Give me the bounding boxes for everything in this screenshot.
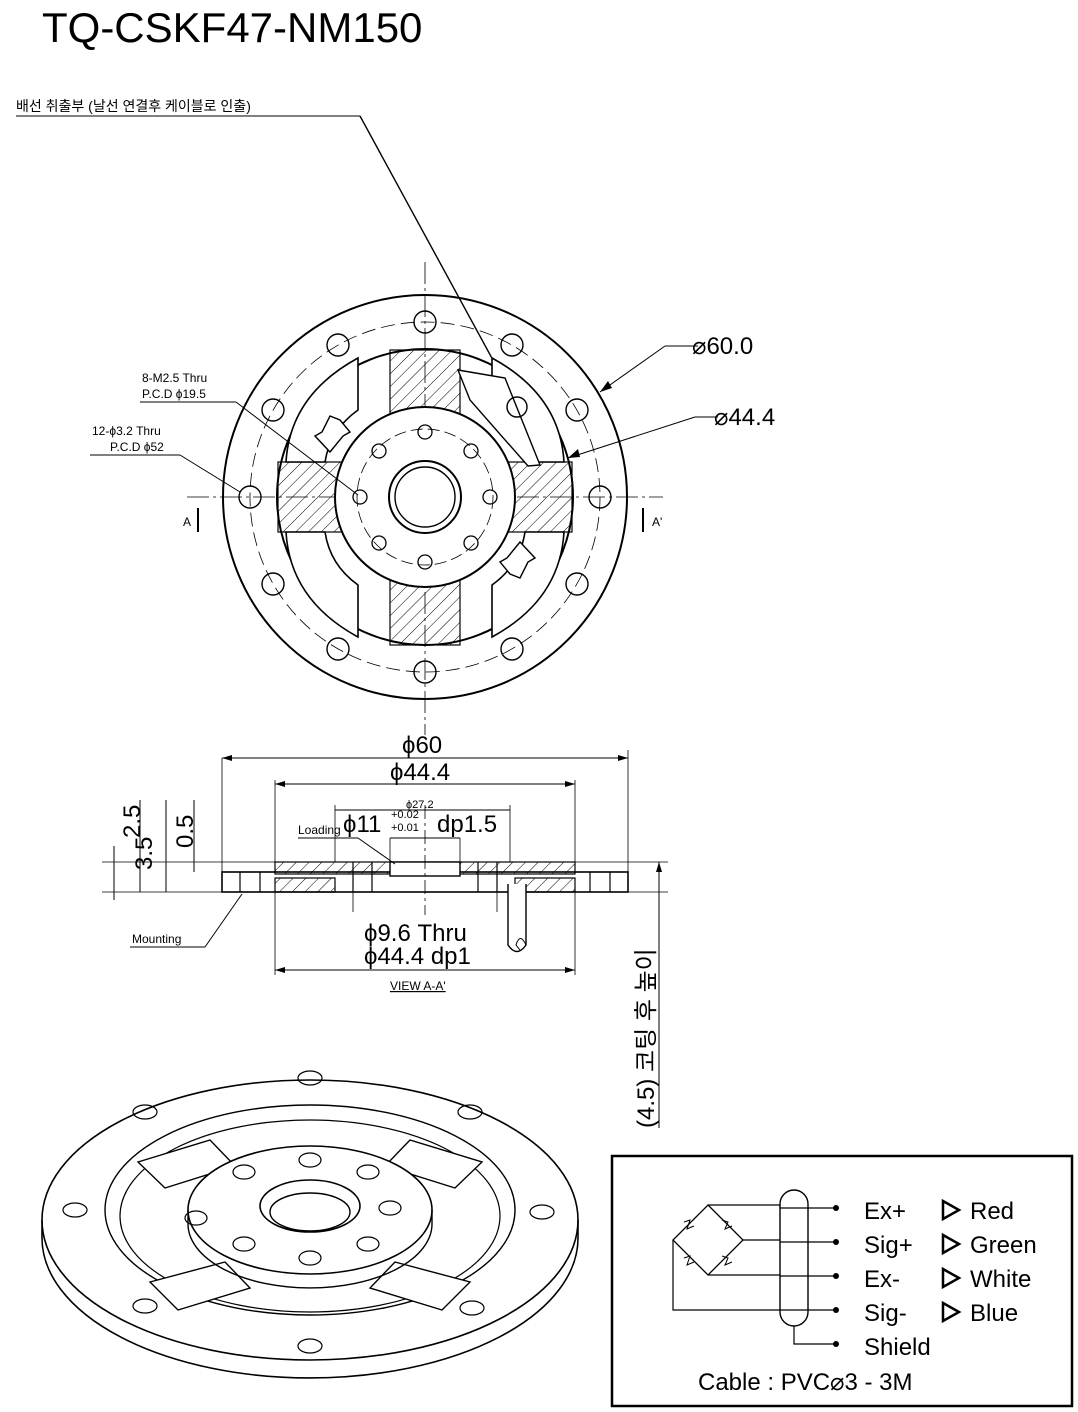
hub-holes: [352, 424, 498, 570]
cable-spec: Cable : PVC⌀3 - 3M: [698, 1369, 913, 1396]
flange-hole: [261, 398, 285, 422]
center-bore-inner: [394, 466, 456, 528]
iso-spoke: [383, 1139, 484, 1189]
arrow-icon: [941, 1232, 962, 1256]
flange-hole: [326, 333, 350, 357]
iso-inner-ring: [104, 1104, 516, 1316]
load-arrow-icon: [313, 415, 352, 454]
tolerance-upper: +0.02: [391, 809, 419, 821]
wiring-box: [610, 1154, 1074, 1408]
hub-hole: [463, 535, 479, 551]
arrow-icon: [941, 1300, 962, 1324]
hub-hole-spec-line1: 8-M2.5 Thru: [142, 371, 207, 385]
top-view: A A': [183, 262, 663, 735]
hub-hole: [371, 443, 387, 459]
wiring-diagram: Ex+ Sig+ Ex- Sig- Shield Red Green White…: [610, 1154, 1074, 1408]
wire-exit-note: 배선 취출부 (날선 연결후 케이블로 인출): [16, 98, 251, 114]
dim-height-0-5: 0.5: [172, 815, 199, 848]
iso-bore-outer: [259, 1179, 361, 1233]
wire-color-green: Green: [970, 1232, 1037, 1259]
load-arrow-icon: [498, 540, 537, 579]
cable-exit-tube: [507, 884, 527, 953]
wire-exit-pocket: [456, 369, 542, 467]
dim-60: ϕ60: [402, 732, 442, 759]
flange-hole: [326, 637, 350, 661]
flange-hole: [261, 572, 285, 596]
dim-height-2-5: 2.5: [119, 805, 146, 838]
flange-hole-spec-line1: 12-ϕ3.2 Thru: [92, 424, 161, 438]
coating-height-note: (4.5) 코팅 후 높이: [633, 948, 660, 1128]
wire-color-white: White: [970, 1266, 1031, 1293]
wire-exit-hole: [506, 396, 528, 418]
wire-label-shield: Shield: [864, 1334, 931, 1361]
arrow-icon: [941, 1198, 962, 1222]
flange-hole: [500, 637, 524, 661]
dim-27-2: ϕ27.2: [406, 799, 434, 811]
wire-color-blue: Blue: [970, 1300, 1018, 1327]
hub-circle: [334, 406, 516, 588]
dim-44-4-dp1: ϕ44.4 dp1: [364, 943, 471, 970]
iso-hub-side: [187, 1210, 433, 1289]
cable-sheath: [779, 1189, 809, 1327]
hub-hole-spec-line2: P.C.D ϕ19.5: [142, 387, 206, 401]
flange-holes: [238, 310, 612, 684]
left-spoke-section: [274, 877, 336, 893]
arrow-icon: [941, 1266, 962, 1290]
tolerance-lower: +0.01: [391, 822, 419, 834]
window-top-left: [285, 356, 359, 463]
top-view-dimensions: ⌀60.0 ⌀44.4 8-M2.5 Thru P.C.D ϕ19.5 12-ϕ…: [90, 333, 775, 496]
section-view: [102, 805, 668, 953]
hub-hole: [417, 424, 433, 440]
iso-bore-inner: [269, 1192, 351, 1232]
hub-hole: [417, 554, 433, 570]
isometric-view: [41, 1070, 579, 1379]
flange-hole: [413, 660, 437, 684]
hub-hole: [482, 489, 498, 505]
dim-outer-diameter: ⌀60.0: [692, 333, 753, 360]
drawing-title: TQ-CSKF47-NM150: [42, 4, 422, 51]
wire-label-sig-plus: Sig+: [864, 1232, 913, 1259]
hub-hole: [463, 443, 479, 459]
iso-flange-holes: [62, 1070, 555, 1354]
flange-hole: [565, 572, 589, 596]
dim-44-4-top: ϕ44.4: [390, 759, 450, 786]
wire-label-sig-minus: Sig-: [864, 1300, 907, 1327]
view-label: VIEW A-A': [390, 979, 446, 993]
flange-hole: [588, 485, 612, 509]
section-label-right: A': [652, 515, 662, 529]
wire-label-ex-minus: Ex-: [864, 1266, 900, 1293]
iso-inner-ring-2: [119, 1119, 501, 1313]
iso-outer-side: [41, 1220, 579, 1379]
window-bottom-left: [285, 531, 359, 639]
section-dimensions: ϕ60 ϕ44.4 ϕ27.2 ϕ11 +0.02 +0.01 dp1.5 Lo…: [113, 732, 662, 1128]
iso-hub-holes: [184, 1152, 402, 1266]
center-bore-outer: [388, 460, 462, 534]
flange-hole: [238, 485, 262, 509]
pcd-19-5-circle: [356, 428, 494, 566]
hub-hole: [352, 489, 368, 505]
mounting-label: Mounting: [132, 932, 181, 946]
dim-11: ϕ11: [343, 811, 381, 838]
dim-inner-diameter: ⌀44.4: [714, 404, 775, 431]
dim-9-6-thru: ϕ9.6 Thru: [364, 920, 467, 947]
window-bottom-right: [491, 531, 565, 639]
pcd-52-circle: [249, 321, 601, 673]
wire-label-ex-plus: Ex+: [864, 1198, 906, 1225]
section-label-left: A: [183, 515, 191, 529]
flange-hole-spec-line2: P.C.D ϕ52: [110, 440, 164, 454]
iso-spoke: [148, 1261, 252, 1311]
iso-spoke: [368, 1261, 472, 1311]
hub-hole: [371, 535, 387, 551]
loading-label: Loading: [298, 823, 341, 837]
flange-hole: [500, 333, 524, 357]
iso-hub-top: [187, 1145, 433, 1275]
outer-flange-circle: [222, 294, 628, 700]
wire-color-red: Red: [970, 1198, 1014, 1225]
flange-hole: [565, 398, 589, 422]
dim-dp1-5: dp1.5: [437, 811, 497, 838]
dim-height-3-5: 3.5: [131, 837, 158, 870]
flange-hole: [413, 310, 437, 334]
